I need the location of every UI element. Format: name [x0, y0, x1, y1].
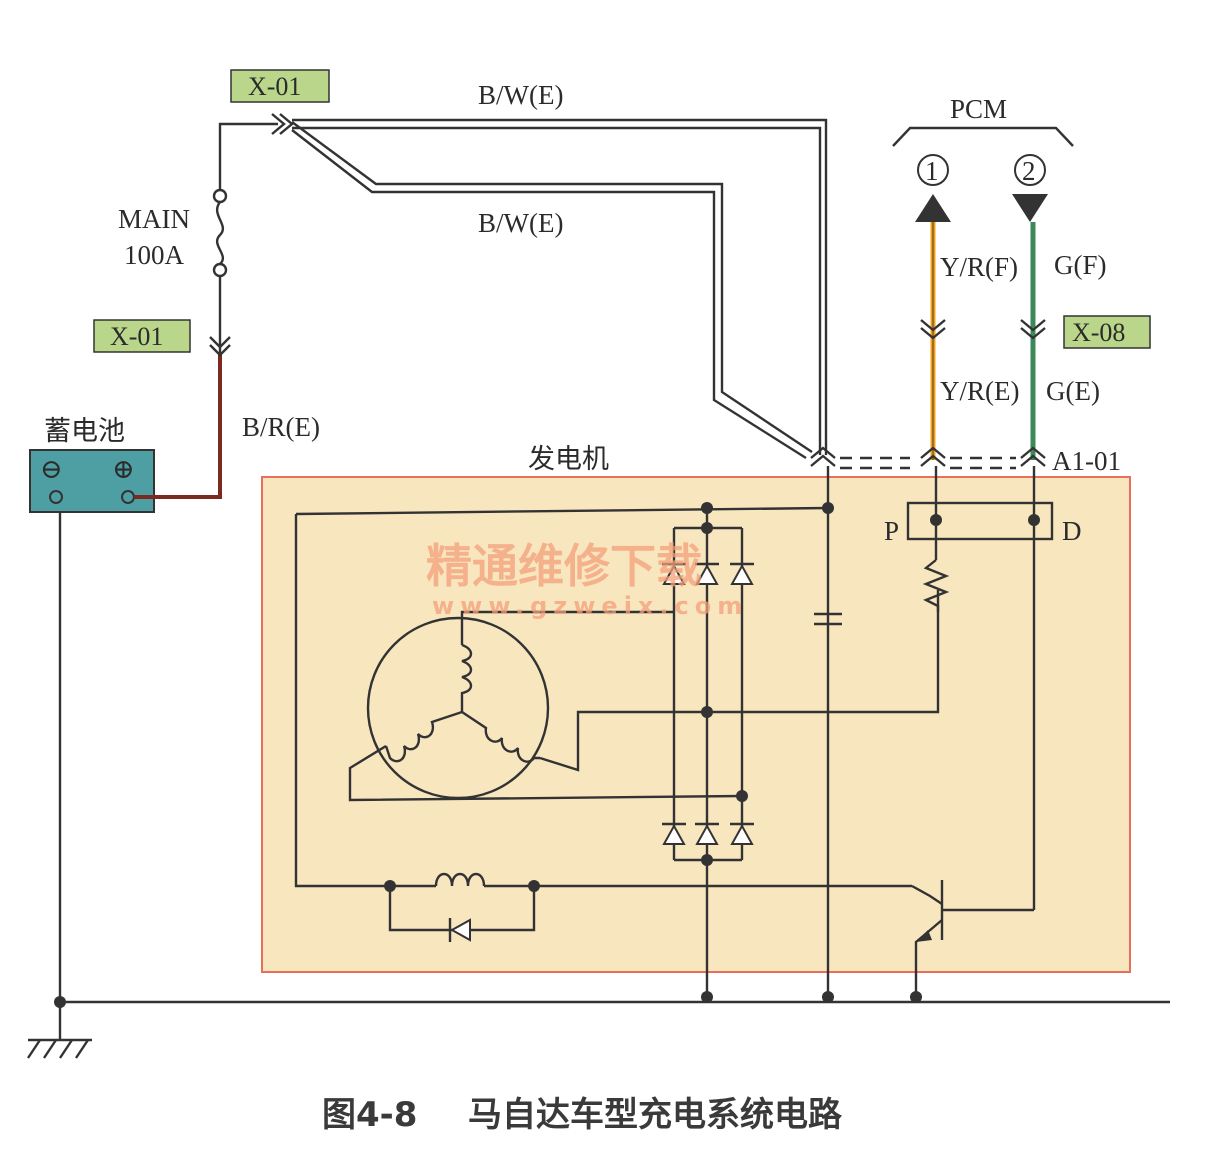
ground-symbol-icon [27, 1038, 92, 1059]
watermark-cn: 精通维修下载 [426, 539, 702, 593]
pin2-arrow-down-icon [1012, 194, 1048, 222]
alternator-box [261, 476, 1131, 973]
figure-title: 马自达车型充电系统电路 [468, 1095, 843, 1135]
pin1-arrow-up-icon [915, 194, 951, 222]
terminal-p-label: P [884, 516, 899, 546]
fuse-name: MAIN [118, 204, 190, 234]
wire-br [134, 355, 222, 499]
battery: ⊖ ⊕ [29, 449, 155, 513]
field-coil [434, 872, 486, 887]
resistor [922, 559, 950, 612]
alternator-label: 发电机 [528, 444, 609, 475]
wire-yr-e-label: Y/R(E) [940, 376, 1019, 406]
wire-g-e-label: G(E) [1046, 376, 1100, 406]
fuse-rating: 100A [124, 240, 185, 270]
lower-diodes [662, 822, 754, 845]
transistor [911, 880, 1034, 1002]
stator-winding [366, 616, 550, 800]
connector-x01-top: X-01 [230, 69, 330, 103]
battery-label: 蓄电池 [44, 416, 125, 447]
upper-diodes [662, 562, 754, 585]
connector-a1-label: A1-01 [1052, 446, 1121, 476]
watermark-url: www.gzweix.com [432, 592, 748, 620]
wire-bw-bottom-label: B/W(E) [478, 208, 563, 238]
wire-g-f-label: G(F) [1054, 250, 1107, 280]
pcm-pin-1: 1 [925, 156, 939, 186]
terminal-d-label: D [1062, 516, 1082, 546]
wire-bw-top-label: B/W(E) [478, 80, 563, 110]
main-fuse [212, 188, 228, 278]
pcm-pin-2: 2 [1022, 156, 1036, 186]
pcm-label: PCM [950, 94, 1007, 124]
wire-yr-f-label: Y/R(F) [940, 252, 1018, 282]
connector-x08: X-08 [1063, 315, 1151, 349]
figure-number: 图4-8 [322, 1095, 417, 1135]
svg-text:X-08: X-08 [1072, 318, 1125, 347]
svg-text:X-01: X-01 [110, 322, 163, 351]
svg-text:X-01: X-01 [248, 72, 301, 101]
battery-minus-icon: ⊖ [40, 454, 63, 484]
freewheel-diode [448, 918, 471, 942]
connector-x01-mid: X-01 [93, 319, 191, 353]
wire-br-label: B/R(E) [242, 412, 320, 442]
battery-plus-icon: ⊕ [112, 454, 135, 484]
